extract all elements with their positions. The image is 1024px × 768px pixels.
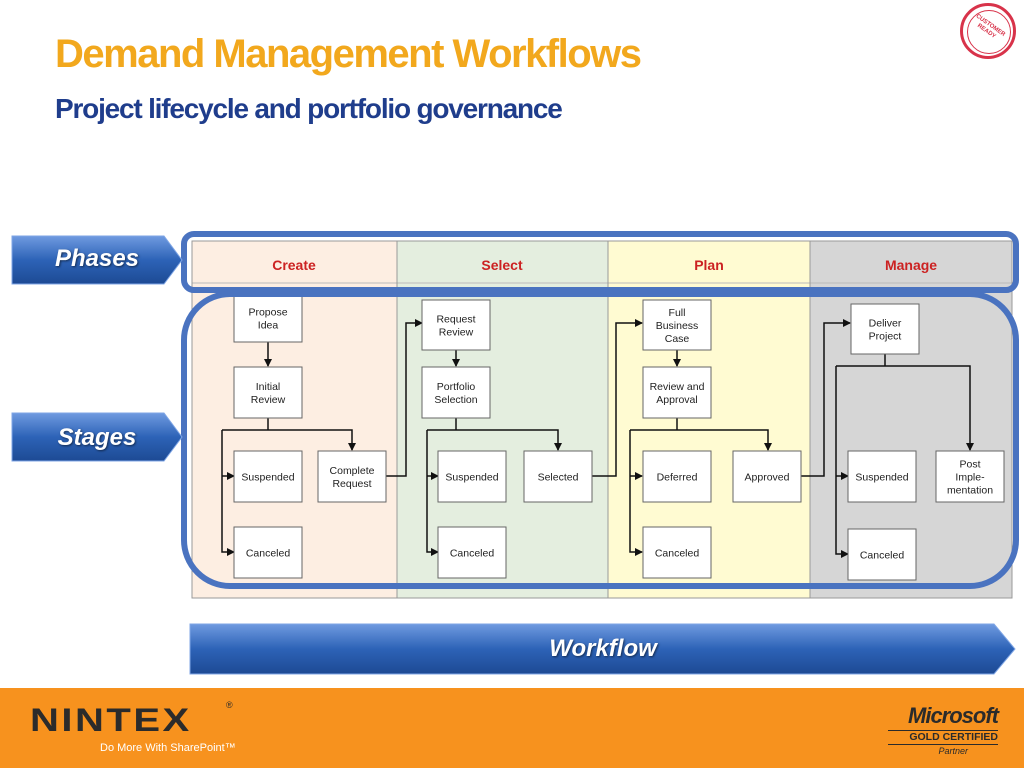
microsoft-brand: Microsoft bbox=[908, 703, 999, 728]
stages-highlight-frame bbox=[181, 291, 1019, 589]
customer-ready-stamp: CUSTOMER READY bbox=[960, 3, 1016, 59]
stage-box-create-suspended: Suspended bbox=[233, 450, 303, 503]
workflow-banner: Workflow bbox=[190, 623, 1016, 677]
stage-box-label: Deferred bbox=[657, 472, 698, 484]
stage-box-label: Project bbox=[869, 331, 902, 343]
page-title: Demand Management Workflows bbox=[55, 32, 642, 76]
stage-box-label: Review bbox=[439, 327, 474, 339]
partner-label: Partner bbox=[938, 746, 968, 756]
workflow-banner-label: Workflow bbox=[549, 635, 657, 662]
stage-box-label: Canceled bbox=[246, 548, 291, 560]
stage-box-label: Complete bbox=[330, 465, 375, 477]
stage-box-label: Selection bbox=[434, 394, 477, 406]
stage-box-select-suspended: Suspended bbox=[437, 450, 507, 503]
stage-box-label: Approved bbox=[745, 472, 790, 484]
stage-box-label: Case bbox=[665, 333, 690, 345]
footer-bar: NINTEX ® Do More With SharePoint™ Micros… bbox=[0, 688, 1024, 768]
microsoft-gold-partner-logo: Microsoft GOLD CERTIFIED Partner bbox=[888, 703, 999, 757]
stage-box-select-canceled: Canceled bbox=[437, 526, 507, 579]
stage-box-label: Initial bbox=[256, 381, 281, 393]
stage-box-plan-canceled: Canceled bbox=[642, 526, 712, 579]
stage-box-label: Canceled bbox=[450, 548, 495, 560]
stage-box-label: Imple- bbox=[955, 472, 985, 484]
stage-box-label: Portfolio bbox=[437, 381, 476, 393]
stage-box-plan-approved: Approved bbox=[732, 450, 802, 503]
connectors bbox=[221, 319, 974, 558]
stage-box-manage-suspended: Suspended bbox=[847, 450, 917, 503]
stages-tag-label: Stages bbox=[57, 424, 137, 451]
phases-tag: Phases bbox=[12, 236, 182, 286]
stage-box-label: Suspended bbox=[855, 472, 908, 484]
stage-box-label: Full bbox=[669, 307, 686, 319]
stage-box-label: Idea bbox=[258, 320, 279, 332]
stage-box-label: Selected bbox=[538, 472, 579, 484]
stage-box-label: Deliver bbox=[869, 318, 902, 330]
stage-box-label: mentation bbox=[947, 485, 993, 497]
stages-tag-shape bbox=[11, 412, 183, 462]
stage-box-label: Canceled bbox=[655, 548, 700, 560]
page-subtitle: Project lifecycle and portfolio governan… bbox=[55, 93, 563, 124]
stage-box-manage-canceled: Canceled bbox=[847, 528, 917, 581]
phase-label-select: Select bbox=[481, 257, 523, 273]
stage-box-plan-deferred: Deferred bbox=[642, 450, 712, 503]
phases-highlight-frame bbox=[181, 231, 1019, 293]
stage-box-label: Request bbox=[332, 478, 371, 490]
stage-box-label: Canceled bbox=[860, 550, 905, 562]
stage-box-label: Suspended bbox=[445, 472, 498, 484]
stage-box-label: Propose bbox=[248, 307, 287, 319]
nintex-tagline: Do More With SharePoint™ bbox=[100, 742, 236, 754]
phase-label-create: Create bbox=[272, 257, 316, 273]
stage-box-label: Review and bbox=[650, 381, 705, 393]
stage-boxes: ProposeIdeaInitialReviewSuspendedComplet… bbox=[233, 293, 1005, 581]
stage-box-create-canceled: Canceled bbox=[233, 526, 303, 579]
phases-tag-shape bbox=[11, 235, 183, 285]
stage-box-select-selected: Selected bbox=[523, 450, 593, 503]
stage-box-label: Review bbox=[251, 394, 286, 406]
stage-box-label: Request bbox=[436, 314, 475, 326]
stages-tag: Stages bbox=[12, 413, 182, 463]
phases-tag-label: Phases bbox=[54, 245, 140, 272]
stage-box-label: Business bbox=[656, 320, 699, 332]
stage-box-label: Approval bbox=[656, 394, 697, 406]
stage-box-label: Suspended bbox=[241, 472, 294, 484]
phase-label-manage: Manage bbox=[885, 257, 937, 273]
stage-box-label: Post bbox=[959, 459, 980, 471]
nintex-logo: NINTEX bbox=[30, 702, 192, 738]
phase-label-plan: Plan bbox=[694, 257, 724, 273]
workflow-arrow-shape bbox=[189, 623, 1016, 675]
gold-certified: GOLD CERTIFIED bbox=[888, 730, 998, 745]
registered-mark: ® bbox=[226, 700, 233, 710]
